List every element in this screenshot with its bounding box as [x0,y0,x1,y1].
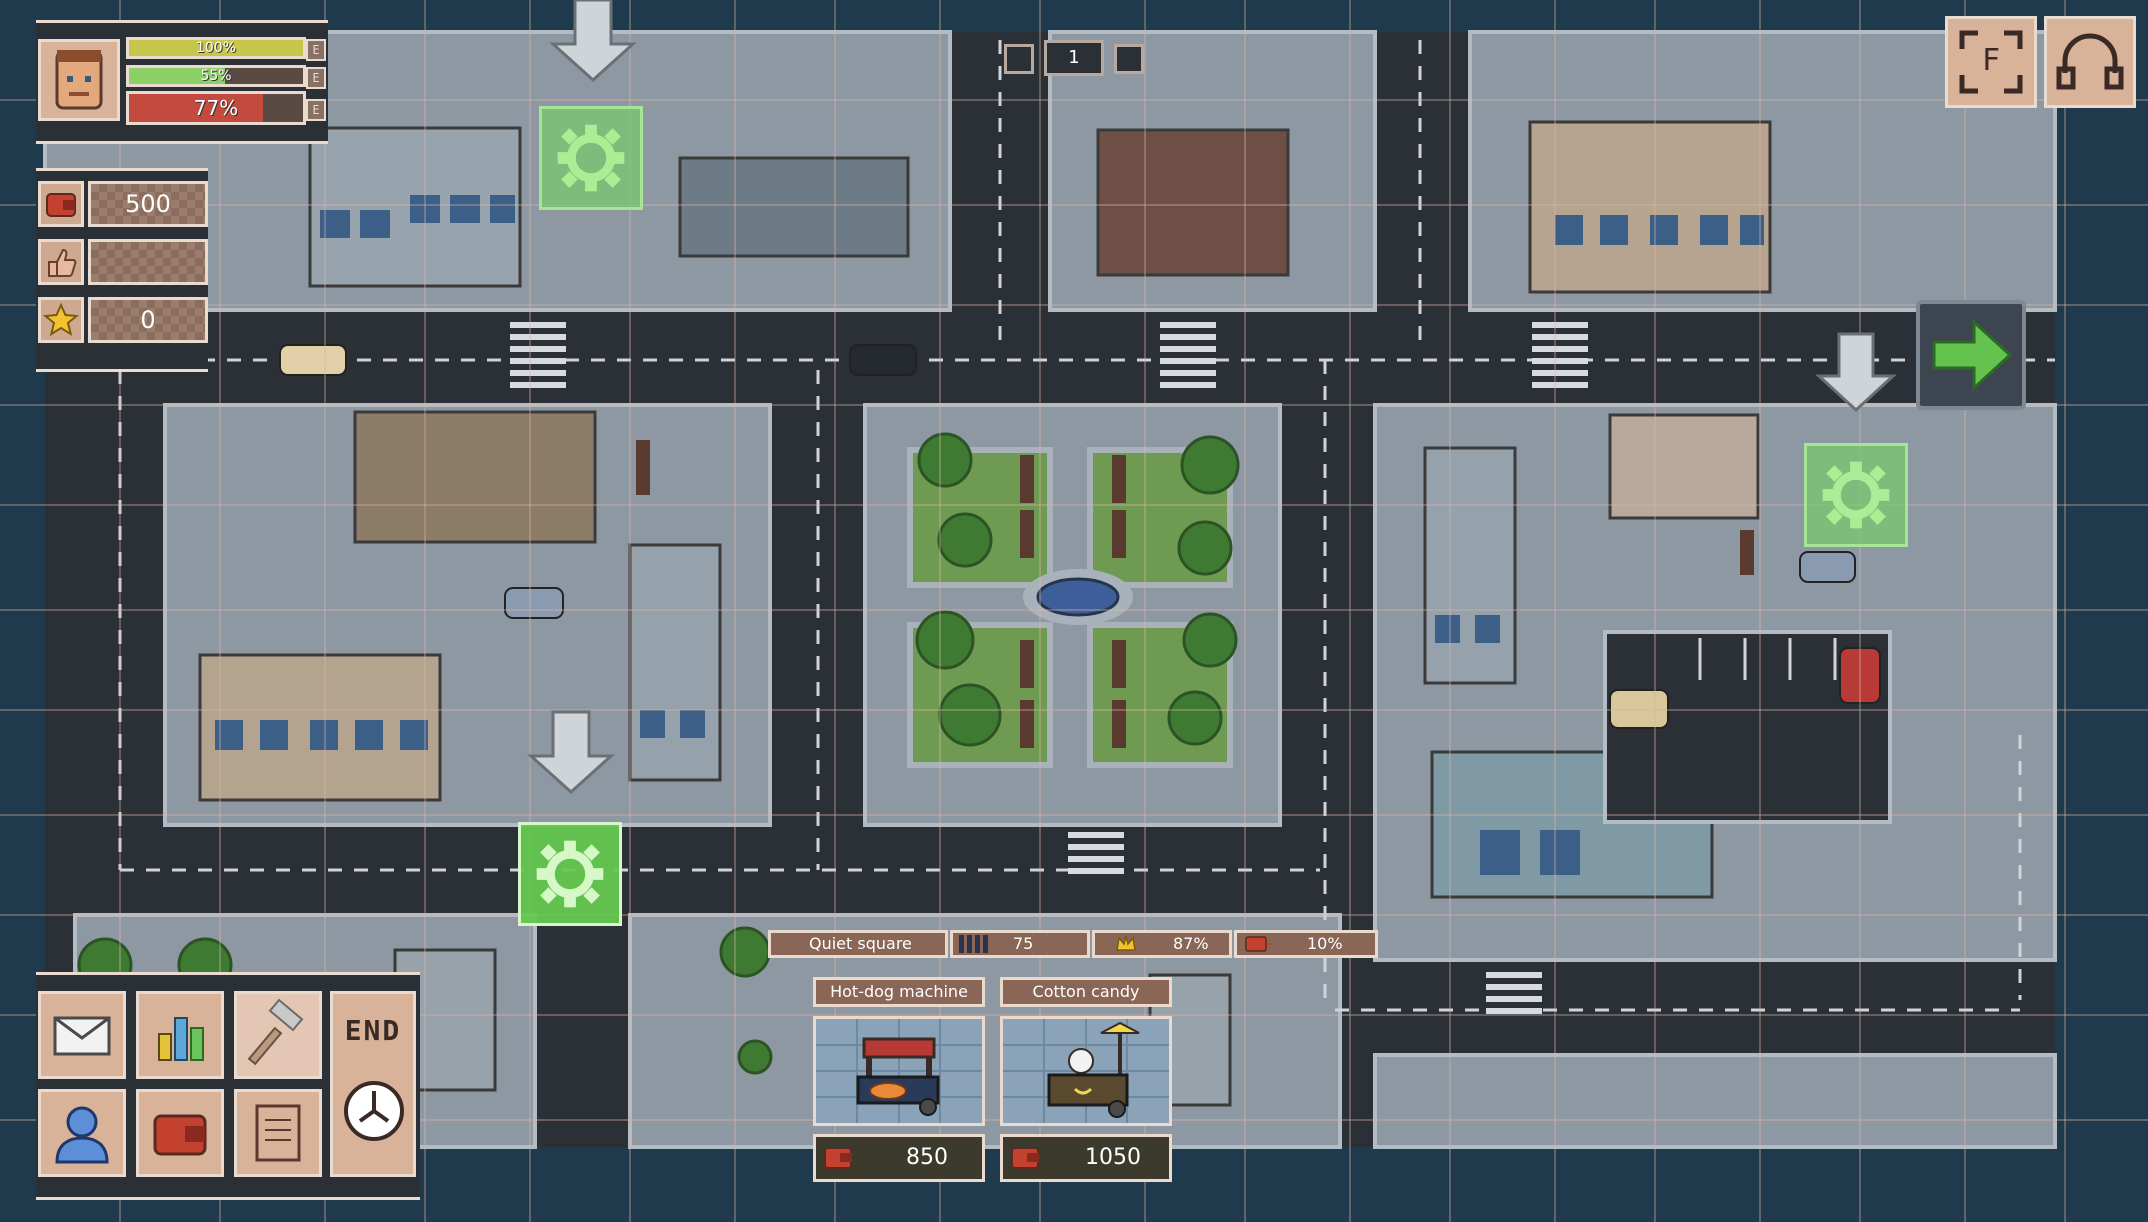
star-icon [38,297,84,343]
shop-title-hotdog: Hot-dog machine [813,977,985,1007]
stars-row: 0 [38,297,238,345]
mail-button[interactable] [38,991,126,1079]
shop-price-cotton-candy[interactable]: 1050 [1000,1134,1172,1182]
end-turn-button[interactable]: END [330,991,416,1177]
build-button[interactable] [234,991,322,1079]
headphones-icon [2056,33,2124,90]
visitors-box: 75 [950,930,1090,958]
wallet-icon [38,181,84,227]
clock-icon [344,1081,404,1141]
energy-bar-fill [129,68,225,84]
day-next-button[interactable] [1114,44,1144,74]
energy-value: 55% [200,68,232,84]
hunger-tag: E [306,99,326,121]
note-icon [255,1104,301,1162]
location-info-bar: Quiet square 75 87% 10% [768,928,1378,962]
stats-button[interactable] [136,991,224,1079]
shop-item-hotdog[interactable] [813,1016,985,1126]
day-current: 1 [1044,40,1104,76]
hunger-value: 77% [193,96,239,120]
hotdog-cart-icon [816,1019,982,1123]
money-value: 500 [88,181,208,227]
audio-button[interactable] [2044,16,2136,108]
happiness-tag: E [306,39,326,61]
wallet-icon [153,1114,207,1156]
energy-bar: 55% [126,65,306,87]
day-number: 1 [1068,47,1080,68]
energy-tag: E [306,67,326,89]
hunger-bar: 77% [126,91,306,125]
fullscreen-button[interactable]: F [1945,16,2037,108]
crown-icon [1116,935,1136,951]
build-spot-gear[interactable] [539,106,643,210]
gear-icon [557,124,625,192]
shop-title-cotton-candy: Cotton candy [1000,977,1172,1007]
end-label: END [344,1014,402,1047]
happiness-bar: 100% [126,37,306,59]
stars-value: 0 [88,297,208,343]
location-name: Quiet square [809,934,912,953]
happiness-value: 100% [195,40,237,56]
visitors-value: 75 [1013,934,1034,953]
rating-value: 87% [1173,934,1209,953]
shop-price-hotdog-value: 850 [906,1145,948,1170]
player-status-panel: 100% E 55% E 77% E [36,20,328,144]
likes-row [38,239,238,287]
person-icon [55,1106,109,1164]
thumbs-up-icon [38,239,84,285]
notes-button[interactable] [234,1089,322,1177]
bar-chart-icon [158,1017,204,1061]
envelope-icon [53,1016,111,1056]
happiness-bar-fill [129,40,303,56]
wallet-icon [824,1147,852,1169]
arrow-right-icon [1932,318,2013,392]
rating-box: 87% [1092,930,1232,958]
fullscreen-icon [1959,30,2023,94]
people-icon [959,935,991,953]
player-avatar[interactable] [38,39,120,121]
day-prev-button[interactable] [1004,44,1034,74]
day-selector: 1 [1004,40,1144,76]
cotton-candy-cart-icon [1003,1019,1169,1123]
likes-value [88,239,208,285]
wallet-icon [1245,936,1271,952]
gear-icon [536,840,604,908]
actions-panel: END [36,972,420,1200]
shop-item-cotton-candy[interactable] [1000,1016,1172,1126]
shop-price-cotton-candy-value: 1050 [1085,1145,1141,1170]
player-face-icon [55,50,103,110]
resources-panel: 500 0 [36,168,208,372]
build-spot-gear[interactable] [1804,443,1908,547]
wallet-icon [1011,1147,1039,1169]
cost-value: 10% [1307,934,1343,953]
profile-button[interactable] [38,1089,126,1177]
gear-icon [1822,461,1890,529]
next-district-button[interactable] [1916,300,2026,410]
wallet-button[interactable] [136,1089,224,1177]
hammer-icon [247,998,304,1066]
shop-price-hotdog[interactable]: 850 [813,1134,985,1182]
money-row: 500 [38,181,238,229]
location-name-box: Quiet square [768,930,948,958]
build-spot-gear[interactable] [518,822,622,926]
fullscreen-label: F [1981,43,2001,78]
cost-box: 10% [1234,930,1378,958]
hunger-bar-fill [129,94,263,122]
